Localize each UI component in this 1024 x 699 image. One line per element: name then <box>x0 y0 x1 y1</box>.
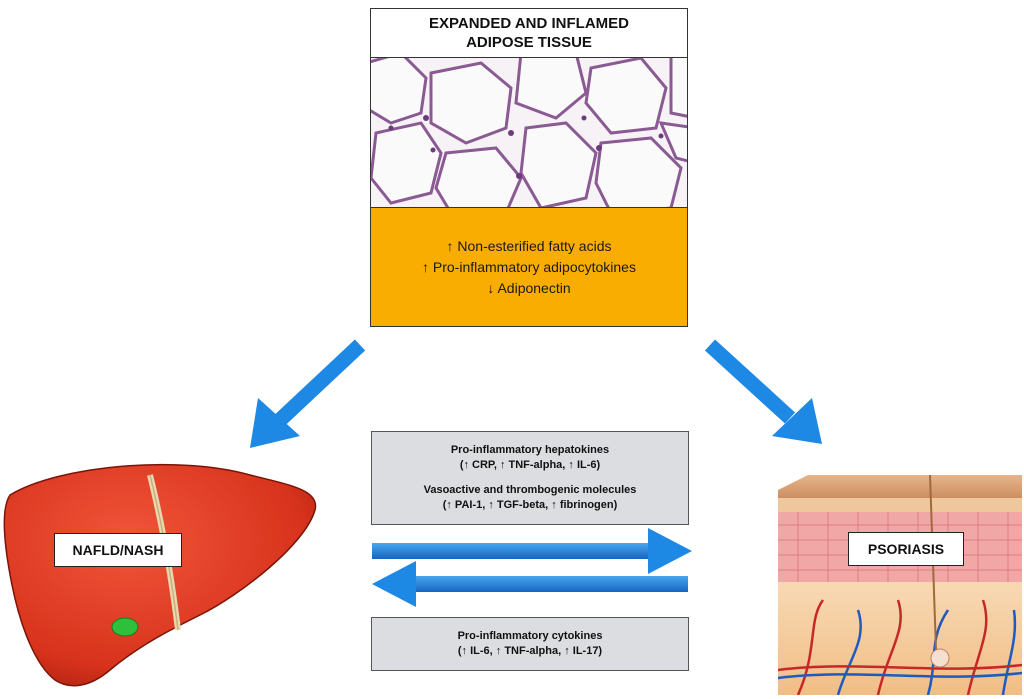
hepatokines-heading: Pro-inflammatory hepatokines <box>450 444 610 456</box>
vasoactive-heading: Vasoactive and thrombogenic molecules <box>423 484 637 496</box>
psoriasis-label-text: PSORIASIS <box>867 541 945 557</box>
hepatokines-detail: (↑ CRP, ↑ TNF-alpha, ↑ IL-6) <box>459 459 601 471</box>
hepatokines-box: Pro-inflammatory hepatokines (↑ CRP, ↑ T… <box>371 431 689 525</box>
psoriasis-label: PSORIASIS <box>848 532 964 566</box>
arrow-liver-to-skin <box>372 528 692 574</box>
effect-adipocytokines: ↑ Pro-inflammatory adipocytokines <box>422 258 636 275</box>
adipose-tissue-title: EXPANDED AND INFLAMED ADIPOSE TISSUE <box>370 8 688 58</box>
adipose-title-line2: ADIPOSE TISSUE <box>466 34 592 51</box>
vasoactive-detail: (↑ PAI-1, ↑ TGF-beta, ↑ fibrinogen) <box>442 499 618 511</box>
adipose-effects-box: ↑ Non-esterified fatty acids ↑ Pro-infla… <box>370 207 688 327</box>
arrow-to-liver <box>250 339 366 448</box>
nafld-nash-label: NAFLD/NASH <box>54 533 182 567</box>
adipose-title-line1: EXPANDED AND INFLAMED <box>428 15 629 32</box>
cytokines-box: Pro-inflammatory cytokines (↑ IL-6, ↑ TN… <box>371 617 689 671</box>
cytokines-heading: Pro-inflammatory cytokines <box>457 630 603 642</box>
effect-nefa: ↑ Non-esterified fatty acids <box>446 237 612 254</box>
adipose-histology-image <box>370 58 688 208</box>
cytokines-detail: (↑ IL-6, ↑ TNF-alpha, ↑ IL-17) <box>457 645 603 657</box>
skin-illustration <box>778 474 1022 695</box>
arrow-skin-to-liver <box>372 561 688 607</box>
liver-illustration <box>3 463 317 687</box>
effect-adiponectin: ↓ Adiponectin <box>487 279 571 296</box>
arrow-to-psoriasis <box>704 339 822 444</box>
nafld-nash-label-text: NAFLD/NASH <box>72 542 164 558</box>
